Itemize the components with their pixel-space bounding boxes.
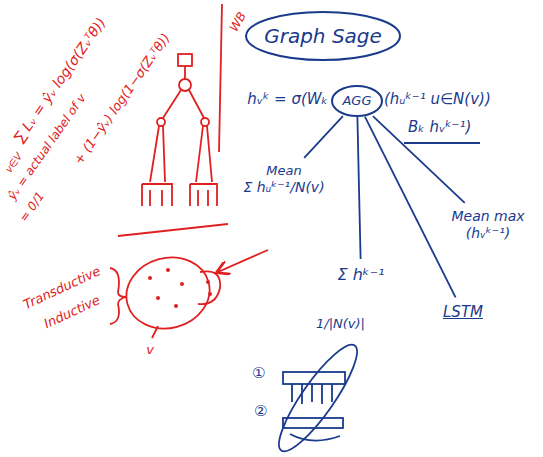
mean-option: MeanΣ hᵤᵏ⁻¹/N(v) [240, 160, 328, 199]
callout-number: ② [254, 402, 267, 420]
agg-circle: AGG [334, 88, 380, 114]
graph-dot [174, 304, 178, 308]
sum-option: Σ hᵏ⁻¹ [334, 262, 388, 288]
array-box [283, 418, 343, 428]
brace [110, 268, 126, 324]
graph-dot [208, 292, 212, 296]
tree-line [150, 126, 159, 182]
curve-line [290, 434, 340, 441]
title-ellipse: Graph Sage [248, 14, 398, 58]
arrow-line [218, 250, 268, 272]
graph-dots [148, 268, 212, 308]
graph-dot [180, 282, 184, 286]
update-formula: (hᵤᵏ⁻¹ u∈N(v)) [384, 90, 491, 108]
divider-line [118, 224, 228, 236]
lstm-option-text: LSTM [443, 303, 483, 321]
tree-line [163, 126, 165, 182]
sum-option-text: Σ hᵏ⁻¹ [337, 265, 385, 284]
graph-dot [166, 268, 170, 272]
graph-dot [148, 276, 152, 280]
tree-leaf-box [142, 184, 172, 206]
divider-line [219, 4, 222, 152]
graph-dot [206, 280, 210, 284]
max-option: Mean max (hᵥᵏ⁻¹) [440, 205, 536, 245]
tree-line [184, 66, 186, 79]
loop-ellipse [268, 336, 368, 457]
max-option-text: Mean max (hᵥᵏ⁻¹) [443, 208, 533, 242]
node-label: v [146, 342, 154, 358]
graph-blob [118, 248, 217, 337]
update-formula: Bₖ hᵥᵏ⁻¹) [408, 118, 471, 136]
tree-leaf-box [190, 184, 217, 206]
tree-line [189, 90, 204, 118]
mean-option-text: Σ hᵤᵏ⁻¹/N(v) [243, 179, 325, 196]
tree-line [196, 126, 203, 182]
tree-root-box [178, 54, 192, 66]
leader-line [152, 326, 158, 338]
tree-line [207, 126, 212, 182]
node-ellipse [246, 12, 400, 60]
update-formula: hᵥᵏ = σ(Wₖ [247, 90, 328, 108]
agg-circle-text: AGG [342, 93, 372, 109]
connector-line [304, 116, 343, 158]
graph-dot [156, 296, 160, 300]
tree-node [201, 118, 209, 126]
fraction: 1/|N(v)| [316, 316, 365, 332]
tree-node [157, 118, 165, 126]
graph-blob [198, 271, 220, 304]
title-ellipse-text: Graph Sage [264, 24, 382, 48]
tree-node [179, 79, 191, 91]
tree-line [163, 90, 181, 118]
array-lines [292, 384, 332, 404]
node-ellipse [332, 86, 382, 116]
tree-sketch [110, 4, 268, 338]
mean-option-text: Mean [243, 163, 325, 179]
connector-line [357, 117, 360, 259]
lstm-option: LSTM [440, 300, 486, 324]
note: WB [227, 10, 250, 35]
underline [404, 142, 480, 144]
callout-number: ① [252, 364, 265, 382]
